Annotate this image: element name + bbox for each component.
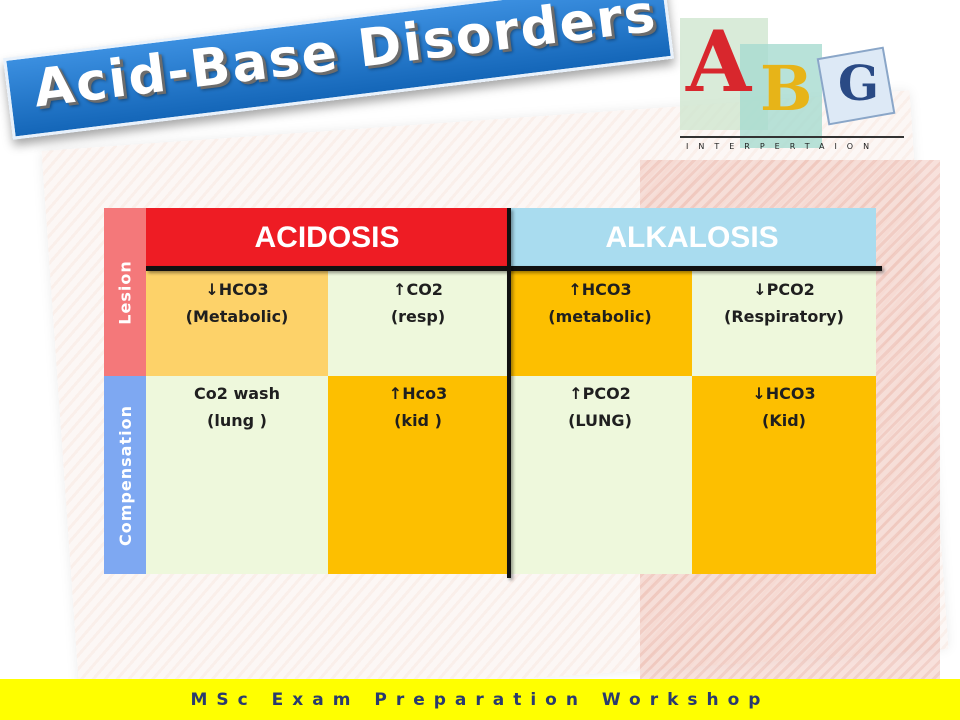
logo-letter-b: B [760,52,813,125]
cell-line2: (LUNG) [568,411,632,430]
cell-line2: (Respiratory) [724,307,844,326]
cell-line1: ↓PCO2 [753,280,815,299]
center-divider-line [507,208,511,578]
compensation-cell-respiratory-acidosis: ↑Hco3 (kid ) [328,376,508,574]
cell-line2: (kid ) [394,411,442,430]
cell-line1: ↑PCO2 [569,384,631,403]
compensation-cell-metabolic-alkalosis: ↑PCO2 (LUNG) [508,376,692,574]
lesion-cell-metabolic-acidosis: ↓HCO3 (Metabolic) [146,268,328,376]
cell-line2: (resp) [390,307,446,326]
row-label-compensation: Compensation [104,376,146,574]
cell-line1: ↑Hco3 [388,384,448,403]
cell-line1: ↑CO2 [393,280,443,299]
cell-line1: ↓HCO3 [205,280,269,299]
cell-line2: (Metabolic) [185,307,289,326]
cell-line1: Co2 wash [194,384,280,403]
lesion-cell-respiratory-alkalosis: ↓PCO2 (Respiratory) [692,268,876,376]
cell-line2: (metabolic) [548,307,652,326]
logo-rule [680,136,904,138]
header-divider-line [146,266,882,271]
logo-tile-b [740,44,822,148]
row-label-lesion: Lesion [104,208,146,376]
logo-letter-a: A [686,12,752,111]
abg-logo: A B G INTERPERTAION [676,18,916,160]
header-alkalosis: ALKALOSIS [508,208,876,268]
logo-subtitle: INTERPERTAION [686,142,880,151]
compensation-cell-respiratory-alkalosis: ↓HCO3 (Kid) [692,376,876,574]
footer-text: MSc Exam Preparation Workshop [190,689,770,710]
cell-line2: (Kid) [762,411,806,430]
cell-line2: (lung ) [207,411,267,430]
cell-line1: ↑HCO3 [568,280,632,299]
row-label-compensation-text: Compensation [115,404,135,546]
row-label-lesion-text: Lesion [115,259,135,325]
footer-bar: MSc Exam Preparation Workshop [0,679,960,720]
lesion-cell-respiratory-acidosis: ↑CO2 (resp) [328,268,508,376]
slide-title: Acid-Base Disorders [30,0,661,120]
cell-line1: ↓HCO3 [752,384,816,403]
header-acidosis: ACIDOSIS [146,208,508,268]
logo-letter-g: G [838,56,879,112]
compensation-cell-metabolic-acidosis: Co2 wash (lung ) [146,376,328,574]
lesion-cell-metabolic-alkalosis: ↑HCO3 (metabolic) [508,268,692,376]
acid-base-table: Lesion Compensation ACIDOSIS ALKALOSIS ↓… [104,208,882,578]
